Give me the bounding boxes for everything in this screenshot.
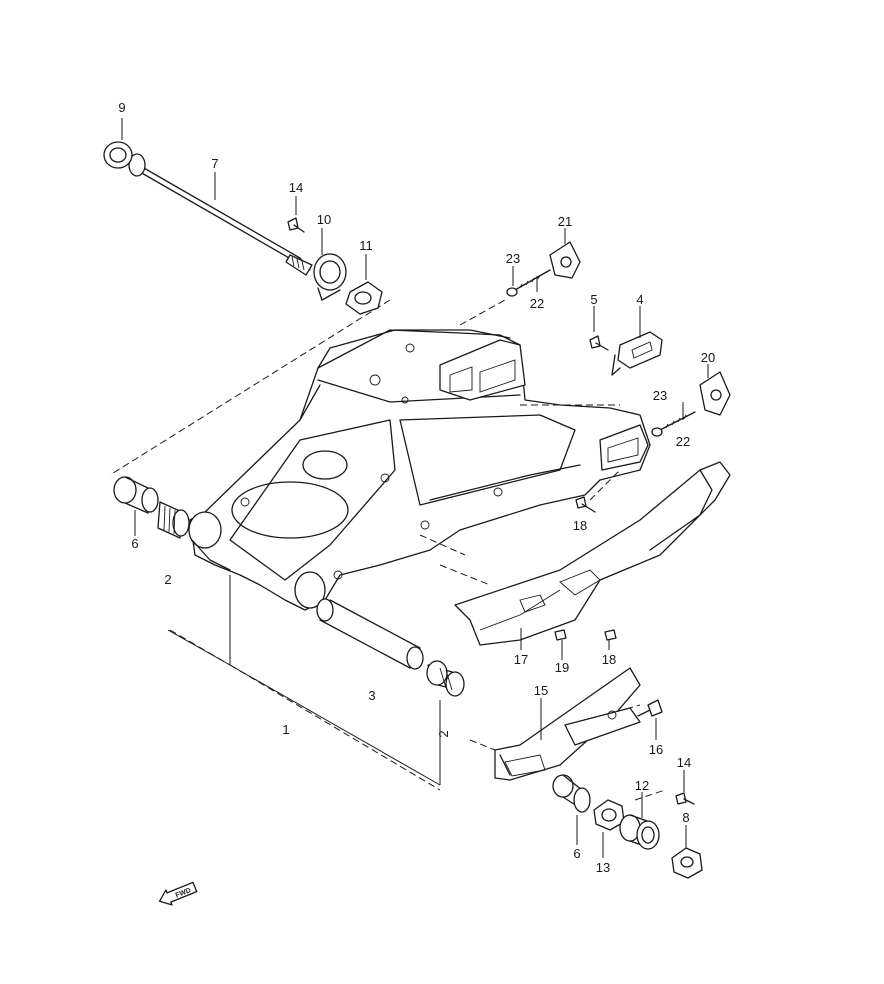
label-part-2-right: 2: [436, 730, 451, 737]
adjuster-nut-23-bottom: [651, 427, 663, 437]
label-part-21: 21: [558, 214, 572, 229]
adjuster-bolt-22-top: [514, 269, 551, 291]
pivot-shaft: [128, 153, 313, 276]
label-part-22-bottom: 22: [676, 434, 690, 449]
part-labels: 9 7 14 10 11 21 23 22 5 4 20 23 22 18 6 …: [118, 100, 715, 875]
label-part-5: 5: [590, 292, 597, 307]
bolt-19: [554, 629, 567, 641]
pivot-nut-8: [671, 847, 703, 879]
bolt-18-lower: [604, 629, 617, 641]
chain-buffer-15: [494, 667, 641, 781]
lock-nut-11: [345, 281, 383, 315]
label-part-6-left: 6: [131, 536, 138, 551]
pivot-adjuster-12: [619, 814, 660, 850]
label-part-18-upper: 18: [573, 518, 587, 533]
chain-adjuster-20: [699, 371, 731, 416]
label-part-10: 10: [317, 212, 331, 227]
label-part-20: 20: [701, 350, 715, 365]
bolt-16: [637, 699, 663, 717]
label-part-2-left: 2: [164, 572, 171, 587]
bolt-5: [589, 335, 609, 351]
bolt-18-upper: [575, 496, 596, 513]
label-part-4: 4: [636, 292, 643, 307]
washer-9: [103, 141, 133, 169]
label-part-11: 11: [359, 238, 373, 253]
label-part-17: 17: [514, 652, 528, 667]
leader-lines: [121, 118, 709, 858]
forward-arrow-icon: FWD: [158, 881, 198, 906]
label-part-23-bottom: 23: [653, 388, 667, 403]
label-part-16: 16: [649, 742, 663, 757]
label-part-23-top: 23: [506, 251, 520, 266]
adjuster-nut-23-top: [506, 287, 518, 297]
bolt-14-bottom: [675, 792, 695, 805]
bushing-6-left: [113, 476, 159, 514]
spacer-3: [316, 598, 424, 670]
bolt-14-top: [287, 217, 305, 233]
label-part-12: 12: [635, 778, 649, 793]
bearing-2-right: [426, 660, 465, 697]
label-part-19: 19: [555, 660, 569, 675]
label-part-7: 7: [211, 156, 218, 171]
bearing-2-left: [157, 501, 190, 539]
label-part-13: 13: [596, 860, 610, 875]
bushing-6-right: [552, 774, 591, 813]
label-part-14-bottom: 14: [677, 755, 691, 770]
label-part-9: 9: [118, 100, 125, 115]
assembly-bracket: [167, 575, 441, 786]
label-part-14-top: 14: [289, 180, 303, 195]
label-part-22-top: 22: [530, 296, 544, 311]
adjuster-bolt-22-bottom: [659, 411, 696, 431]
chain-case-17: [454, 461, 731, 646]
label-part-18-lower: 18: [602, 652, 616, 667]
label-part-15: 15: [534, 683, 548, 698]
chain-adjuster-21: [549, 241, 581, 279]
swingarm-body: [188, 329, 651, 611]
pivot-adjuster-10: [313, 253, 347, 301]
lock-nut-13: [593, 799, 625, 831]
label-part-6-right: 6: [573, 846, 580, 861]
label-part-3: 3: [368, 688, 375, 703]
label-part-8: 8: [682, 810, 689, 825]
chain-plate-4: [611, 331, 663, 376]
label-part-1: 1: [282, 722, 289, 737]
